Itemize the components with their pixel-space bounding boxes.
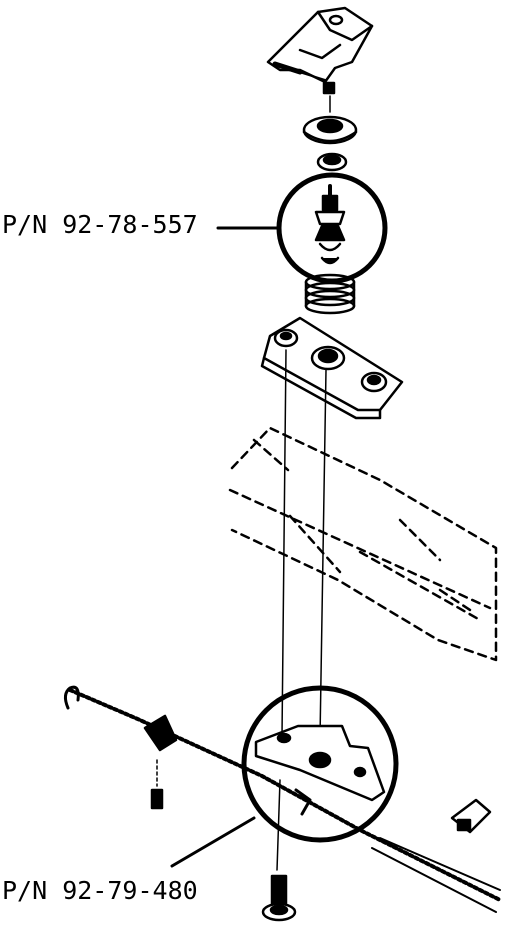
lower-bracket (254, 724, 386, 816)
mounting-plate (260, 316, 404, 420)
top-bracket (266, 6, 374, 95)
washer-top (302, 115, 358, 145)
highlight-circle-bottom (241, 685, 399, 843)
part-number-callout-top: P/N 92-78-557 (2, 210, 198, 239)
leader-line-bottom (170, 816, 256, 868)
bottom-bolt (261, 874, 297, 922)
cable-assembly (63, 685, 502, 913)
small-ring (316, 152, 348, 172)
valve-assembly (314, 184, 346, 265)
coil-spring (304, 273, 356, 315)
part-number-callout-bottom: P/N 92-79-480 (2, 876, 198, 905)
dashed-ghost-part (228, 426, 498, 662)
